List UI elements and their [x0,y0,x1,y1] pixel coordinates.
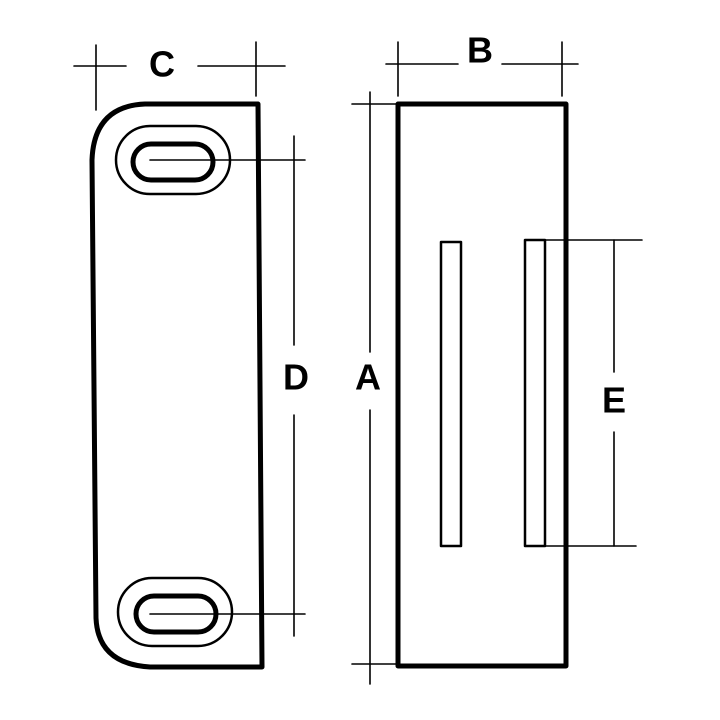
magnet-strip-right [523,238,547,548]
catch-body-outline [395,101,569,669]
catch-body [395,101,569,669]
dimension-b-label: B [467,30,493,71]
top-mounting-slot [114,124,306,196]
dimension-c-label: C [149,44,175,85]
bottom-slot-countersink [116,576,234,648]
bottom-mounting-slot [116,576,306,648]
dimension-a-label: A [355,357,381,398]
dimension-d-label: D [283,357,309,398]
dimension-e-label: E [602,380,626,421]
dimension-a: A [351,91,397,685]
dimension-b: B [385,30,579,97]
dimension-d: D [283,135,309,637]
magnet-strip-left [439,240,463,548]
top-slot-hole [130,141,216,183]
dimension-e: E [544,239,643,547]
strike-plate-outline [89,101,265,670]
dimension-c: C [73,41,286,111]
strike-plate [89,101,306,670]
